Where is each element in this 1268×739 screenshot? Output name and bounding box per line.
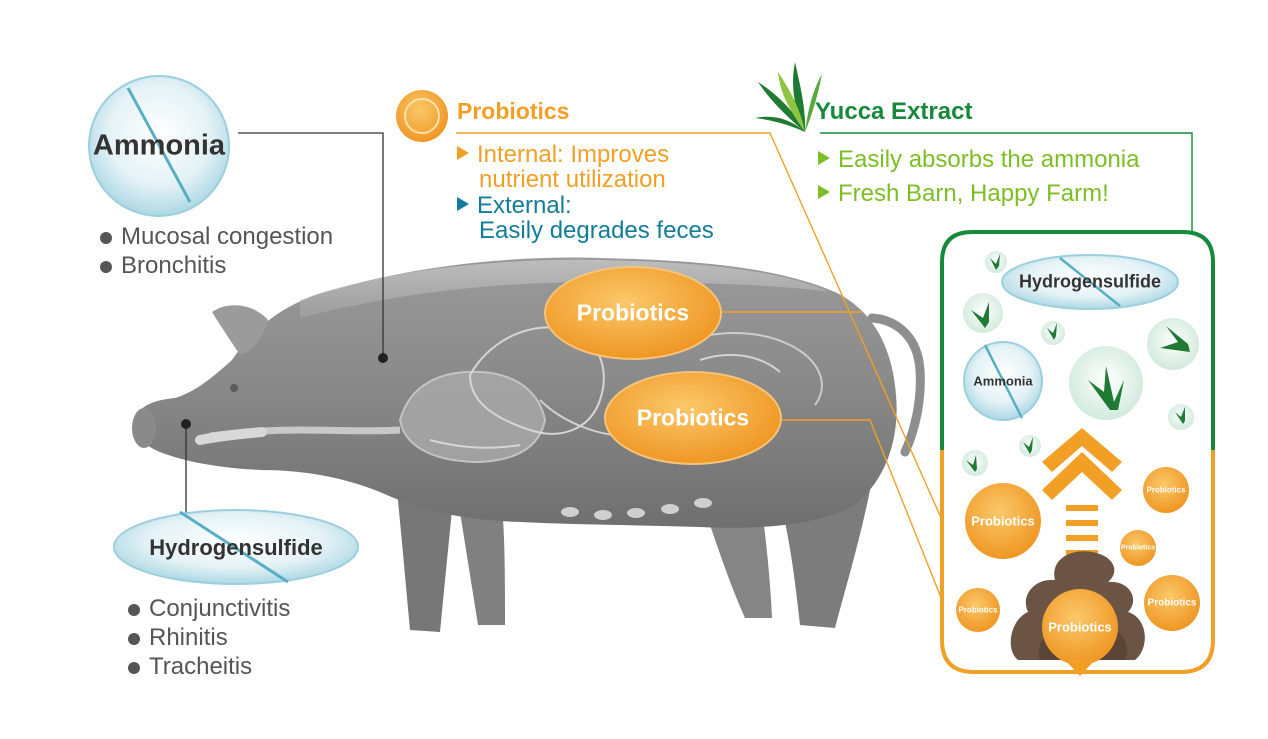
leader-lines-orange <box>456 132 943 601</box>
hydrogensulfide-label: Hydrogensulfide <box>149 535 323 560</box>
inset-probiotics-label: Probiotics <box>1048 619 1112 635</box>
triangle-bullet-icon <box>818 185 830 199</box>
list-item: Mucosal congestion <box>100 222 333 251</box>
list-item: Conjunctivitis <box>128 594 290 623</box>
down-arrow-tip-icon <box>1065 660 1095 676</box>
leader-lines-dark <box>185 132 384 520</box>
probiotics-external-point: External: Easily degrades feces <box>457 193 714 243</box>
stomach-probiotics-bubble <box>544 266 722 360</box>
probiotics-internal-line-2: nutrient utilization <box>479 166 666 193</box>
ammonia-label: Ammonia <box>92 129 226 162</box>
hydrogensulfide-bubble-left <box>113 509 359 585</box>
ammonia-effects-list: Mucosal congestion Bronchitis <box>100 222 333 280</box>
stomach-probiotics-label: Probiotics <box>576 299 690 326</box>
probiotics-title: Probiotics <box>457 98 570 124</box>
inset-probiotics-label: Probiotics <box>1146 485 1186 495</box>
hydrogensulfide-effects-list: Conjunctivitis Rhinitis Tracheitis <box>128 594 290 681</box>
inset-probiotics-bubbles <box>956 467 1200 665</box>
inset-probiotics-label: Probiotics <box>1147 597 1197 609</box>
hydrogensulfide-marker-dot <box>181 419 191 429</box>
inset-probiotics-label: Probiotics <box>958 605 998 615</box>
list-item: Tracheitis <box>128 652 290 681</box>
leader-line-green <box>820 132 1193 232</box>
triangle-bullet-icon <box>457 197 469 211</box>
probiotics-coin-icon <box>396 90 448 142</box>
triangle-bullet-icon <box>457 146 469 160</box>
probiotics-external-line-2: Easily degrades feces <box>479 217 714 244</box>
ammonia-marker-dot <box>378 353 388 363</box>
yucca-point-1: Easily absorbs the ammonia <box>818 147 1139 172</box>
list-item: Rhinitis <box>128 623 290 652</box>
triangle-bullet-icon <box>818 151 830 165</box>
probiotics-internal-line-1: Internal: Improves <box>477 141 670 168</box>
inset-ammonia-label: Ammonia <box>973 373 1033 389</box>
probiotics-internal-point: Internal: Improves nutrient utilization <box>457 142 669 192</box>
probiotics-external-line-1: External: <box>477 192 572 219</box>
ammonia-bubble <box>88 75 230 217</box>
inset-probiotics-label: Probiotics <box>1120 544 1156 552</box>
inset-hydrogensulfide-label: Hydrogensulfide <box>1018 271 1162 292</box>
yucca-leaf-marks <box>966 254 1190 472</box>
intestine-probiotics-bubble <box>604 371 782 465</box>
yucca-leaf-icon <box>755 62 822 132</box>
yucca-point-text: Fresh Barn, Happy Farm! <box>838 180 1109 207</box>
ammonia-bubble-inset <box>963 341 1043 421</box>
yucca-title: Yucca Extract <box>815 98 973 125</box>
yucca-point-text: Easily absorbs the ammonia <box>838 146 1140 173</box>
yucca-point-2: Fresh Barn, Happy Farm! <box>818 181 1109 206</box>
intestine-probiotics-label: Probiotics <box>636 404 750 431</box>
hydrogensulfide-bubble-inset <box>1001 254 1179 310</box>
list-item: Bronchitis <box>100 251 333 280</box>
inset-probiotics-label: Probiotics <box>971 513 1035 529</box>
